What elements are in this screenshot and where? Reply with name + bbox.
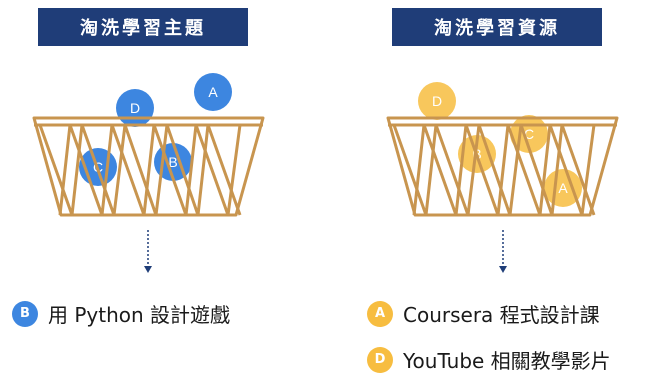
left-ball-b-label: B: [168, 154, 177, 170]
result-badge: A: [367, 300, 393, 327]
result-text: 用 Python 設計遊戲: [48, 303, 231, 327]
left-result: B 用 Python 設計遊戲: [12, 299, 230, 328]
basket-icon: [32, 116, 265, 217]
result-text: YouTube 相關教學影片: [403, 349, 611, 373]
right-ball-d: D: [418, 82, 456, 120]
left-ball-d: D: [116, 89, 154, 127]
result-text: Coursera 程式設計課: [403, 303, 600, 327]
right-ball-d-label: D: [432, 93, 442, 109]
right-ball-a-label: A: [558, 180, 568, 196]
right-result-2: D YouTube 相關教學影片: [367, 345, 611, 374]
left-ball-a: A: [194, 73, 232, 111]
arrow-down-icon: [499, 230, 507, 273]
result-badge: B: [12, 300, 38, 327]
basket-icon: [386, 116, 619, 217]
left-panel-title: 淘洗學習主題: [38, 8, 248, 46]
left-ball-d-label: D: [130, 100, 140, 116]
left-ball-a-label: A: [208, 84, 218, 100]
result-badge: D: [367, 346, 393, 373]
arrow-down-icon: [144, 230, 152, 273]
right-result-1: A Coursera 程式設計課: [367, 299, 600, 328]
right-panel-title: 淘洗學習資源: [392, 8, 602, 46]
right-ball-c-label: C: [524, 126, 534, 142]
